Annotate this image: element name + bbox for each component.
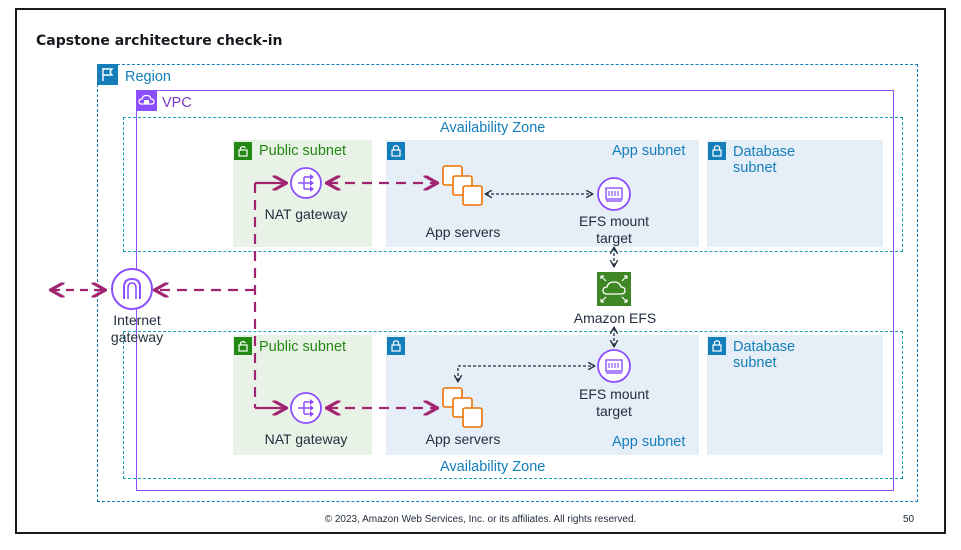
availability-zone-bottom [123, 331, 903, 479]
nat-gateway-bottom-label: NAT gateway [264, 431, 348, 447]
amazon-efs-icon [597, 272, 631, 306]
db-subnet-top-label: Database subnet [733, 144, 796, 176]
availability-zone-top [123, 117, 903, 252]
public-subnet-top-label: Public subnet [259, 143, 347, 159]
public-subnet-bottom-label: Public subnet [259, 339, 347, 355]
db-subnet-bottom-label: Database subnet [733, 339, 796, 371]
efs-mount-target-bottom-label: EFS mount target [578, 386, 650, 419]
efs-mount-target-icon [597, 349, 631, 383]
az-bottom-label: Availability Zone [440, 459, 546, 475]
region-flag-icon [97, 64, 118, 85]
page-number: 50 [903, 514, 915, 525]
efs-mount-target-icon [597, 177, 631, 211]
app-servers-icon [442, 387, 483, 428]
public-subnet-lock-icon [234, 142, 252, 160]
copyright-footer: © 2023, Amazon Web Services, Inc. or its… [324, 514, 637, 525]
app-servers-icon [442, 165, 483, 206]
internet-gateway-label: Internet gateway [110, 312, 164, 345]
app-subnet-lock-icon [387, 142, 405, 160]
region-label: Region [125, 69, 171, 85]
app-subnet-bottom [386, 335, 699, 455]
app-servers-top-label: App servers [425, 224, 501, 240]
app-servers-bottom-label: App servers [425, 431, 501, 447]
app-subnet-top-label: App subnet [612, 143, 686, 159]
az-top-label: Availability Zone [440, 120, 546, 136]
app-subnet-bottom-label: App subnet [612, 434, 686, 450]
efs-mount-target-top-label: EFS mount target [578, 213, 650, 246]
app-subnet-lock-icon [387, 337, 405, 355]
db-subnet-lock-icon [708, 337, 726, 355]
nat-gateway-icon [290, 392, 322, 424]
nat-gateway-icon [290, 167, 322, 199]
internet-gateway-icon [111, 268, 153, 310]
vpc-cloud-icon [136, 90, 157, 111]
db-subnet-top [707, 140, 883, 247]
page-title: Capstone architecture check-in [36, 33, 283, 49]
db-subnet-lock-icon [708, 142, 726, 160]
public-subnet-lock-icon [234, 337, 252, 355]
app-efs-mount-bottom-arrow [458, 366, 594, 381]
vpc-label: VPC [162, 95, 192, 111]
amazon-efs-label: Amazon EFS [573, 310, 657, 326]
nat-gateway-top-label: NAT gateway [264, 206, 348, 222]
db-subnet-bottom [707, 335, 883, 455]
